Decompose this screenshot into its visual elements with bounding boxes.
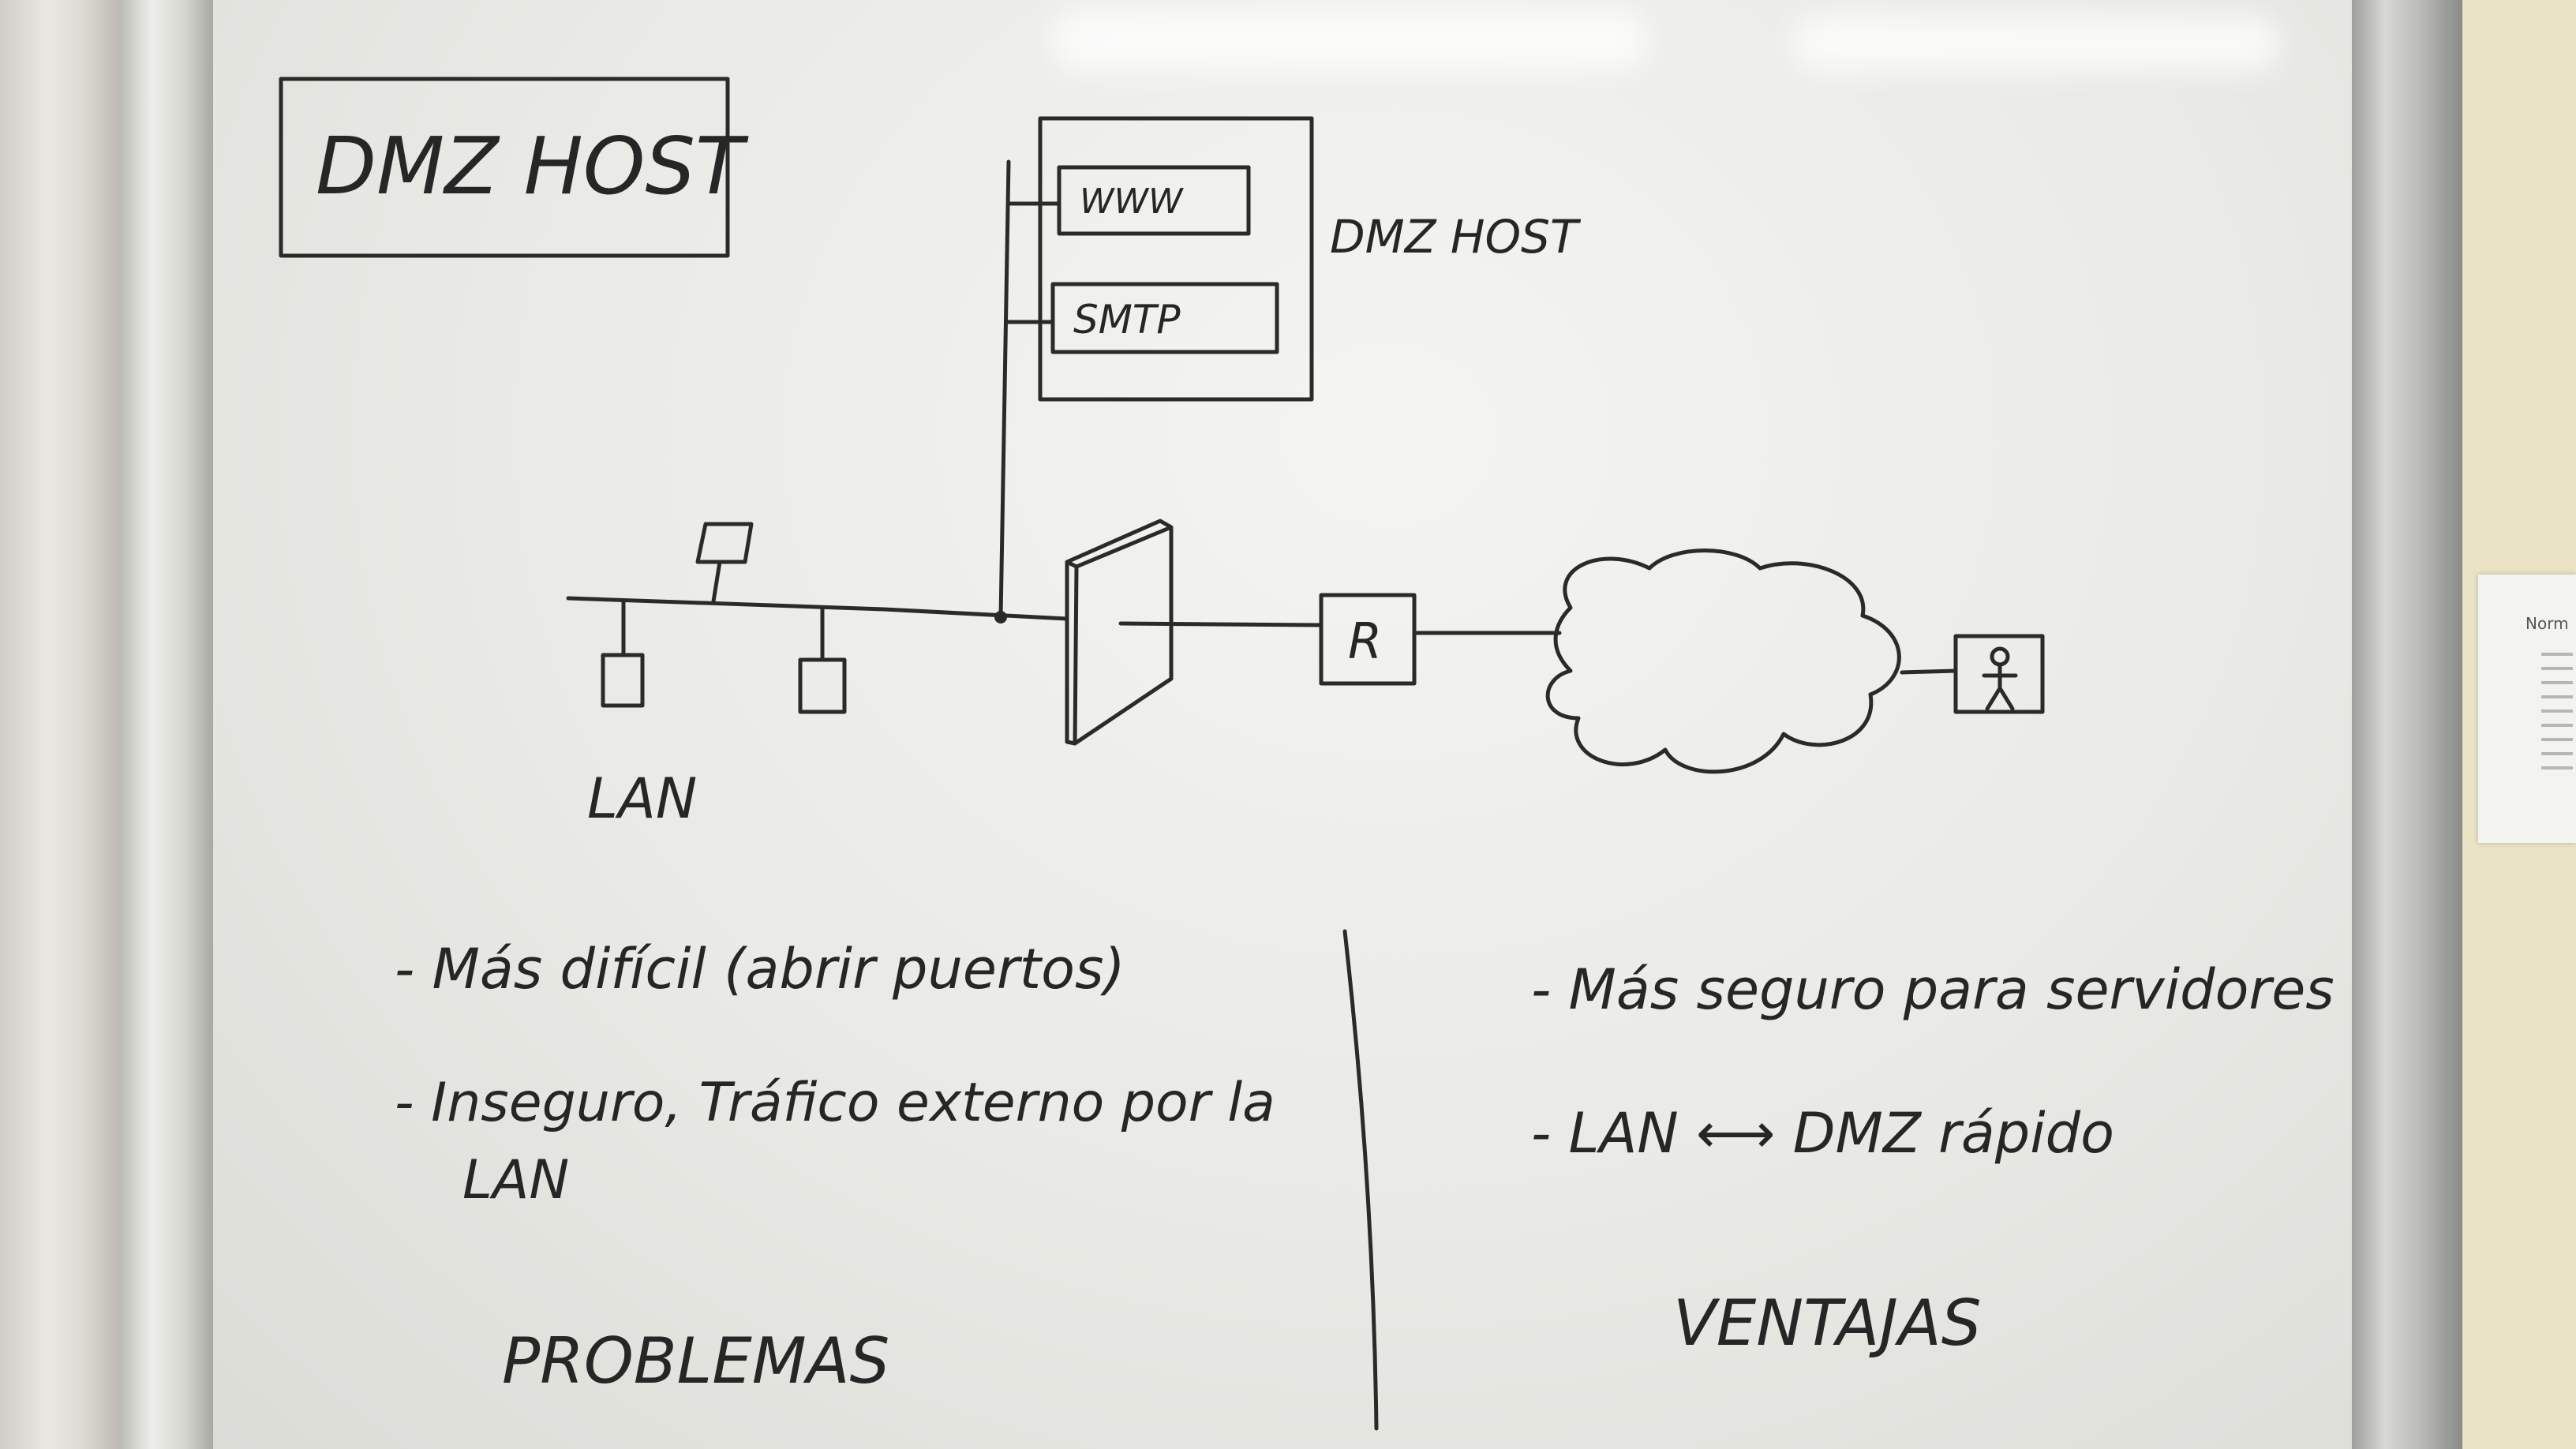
problem-item-2: - Inseguro, Tráfico externo por la <box>395 1072 1275 1134</box>
junction-dot <box>994 611 1007 623</box>
remote-user-box <box>1953 634 2045 714</box>
advantage-item-2: - LAN ⟷ DMZ rápido <box>1531 1101 2114 1166</box>
internet-cloud-icon <box>1545 549 1901 774</box>
column-divider <box>1342 929 1379 1431</box>
firewall-router-link <box>1118 621 1324 627</box>
lan-label: LAN <box>587 766 697 831</box>
internet-user-link <box>1900 668 1958 675</box>
whiteboard-frame-right <box>2352 0 2462 1449</box>
lan-pc-link <box>711 560 722 604</box>
title-box <box>279 77 730 258</box>
whiteboard <box>213 0 2352 1449</box>
notice-text-lines <box>2541 642 2573 781</box>
dmz-box <box>1038 116 1314 402</box>
router-icon <box>1319 593 1417 686</box>
smtp-server-label: SMTP <box>1073 297 1181 343</box>
title-box-text: DMZ HOST <box>316 120 749 212</box>
lan-bus-line <box>566 596 1069 621</box>
notice-title: Norm <box>2525 614 2569 633</box>
problems-heading: PROBLEMAS <box>502 1324 889 1398</box>
light-reflection <box>1792 16 2281 71</box>
whiteboard-frame-left <box>118 0 213 1449</box>
wall-notice: Norm <box>2478 575 2576 843</box>
dmz-bus-line <box>998 159 1011 620</box>
lan-host-1-icon <box>601 653 645 708</box>
wall-left <box>0 0 118 1449</box>
problem-item-1: - Más difícil (abrir puertos) <box>395 937 1125 1002</box>
dmz-label: DMZ HOST <box>1330 210 1582 264</box>
lan-host-2-icon <box>798 657 847 714</box>
user-figure-icon <box>1982 662 2018 711</box>
smtp-server-box <box>1050 282 1279 354</box>
user-head-icon <box>1990 646 2010 667</box>
advantage-item-1: - Más seguro para servidores <box>1531 957 2334 1022</box>
problem-item-3: LAN <box>462 1149 569 1211</box>
advantages-heading: VENTAJAS <box>1673 1286 1981 1360</box>
www-server-box <box>1057 165 1251 236</box>
light-reflection <box>1050 8 1649 71</box>
www-server-label: WWW <box>1080 182 1184 222</box>
lan-pc-icon <box>695 522 754 564</box>
firewall-icon <box>1065 519 1174 746</box>
router-label: R <box>1348 612 1382 670</box>
